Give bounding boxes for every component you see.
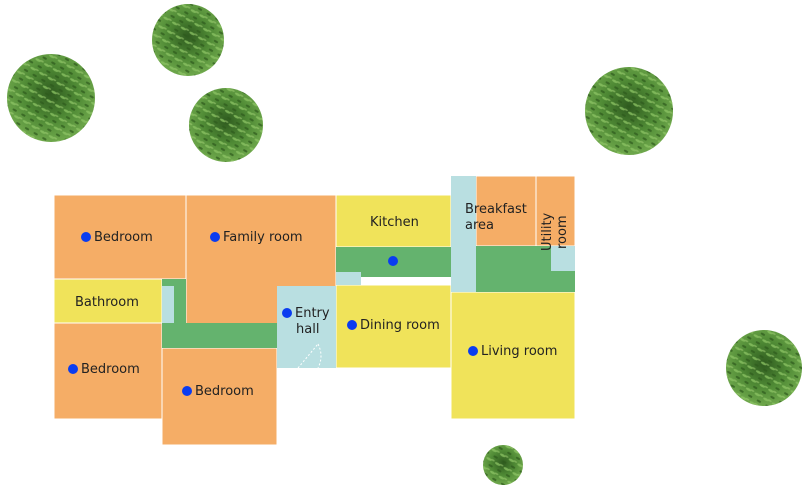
- location-dot-icon: [68, 364, 78, 374]
- tree-icon: [7, 54, 95, 142]
- label-bathroom: Bathroom: [75, 295, 139, 310]
- label-utility-room-2: room: [555, 215, 570, 249]
- tree-icon: [152, 4, 224, 76]
- utility-room-area: [535, 175, 576, 247]
- hallway-living: [476, 271, 575, 292]
- family-room-area: [185, 194, 337, 349]
- label-bedroom-top: Bedroom: [81, 230, 153, 246]
- utility-gap: [551, 246, 575, 271]
- location-dot-icon: [282, 308, 292, 318]
- breakfast-passage: [451, 176, 476, 292]
- label-utility-room: Utility: [540, 212, 555, 251]
- tree-icon: [585, 67, 673, 155]
- hallway-breakfast: [476, 246, 551, 271]
- kitchen-gap: [336, 272, 361, 285]
- hallway-lower: [162, 323, 277, 348]
- location-dot-icon: [81, 232, 91, 242]
- location-dot-icon: [182, 386, 192, 396]
- bathroom-area: [53, 278, 163, 324]
- label-bedroom-bottom: Bedroom: [182, 384, 254, 400]
- entry-door-swing: [297, 343, 322, 369]
- label-bedroom-left: Bedroom: [68, 362, 140, 378]
- location-dot-icon: [347, 320, 357, 330]
- location-dot-icon: [388, 256, 398, 266]
- tree-icon: [483, 445, 523, 485]
- label-living-room: Living room: [468, 344, 557, 360]
- bathroom-door-gap: [162, 286, 174, 323]
- tree-icon: [189, 88, 263, 162]
- location-dot-icon: [210, 232, 220, 242]
- entry-hall-area: [277, 286, 336, 368]
- tree-icon: [726, 330, 802, 406]
- label-kitchen: Kitchen: [370, 215, 419, 230]
- label-dining-room: Dining room: [347, 318, 440, 334]
- label-family-room: Family room: [210, 230, 303, 246]
- bedroom-bottom-area: [161, 347, 278, 446]
- location-dot-icon: [468, 346, 478, 356]
